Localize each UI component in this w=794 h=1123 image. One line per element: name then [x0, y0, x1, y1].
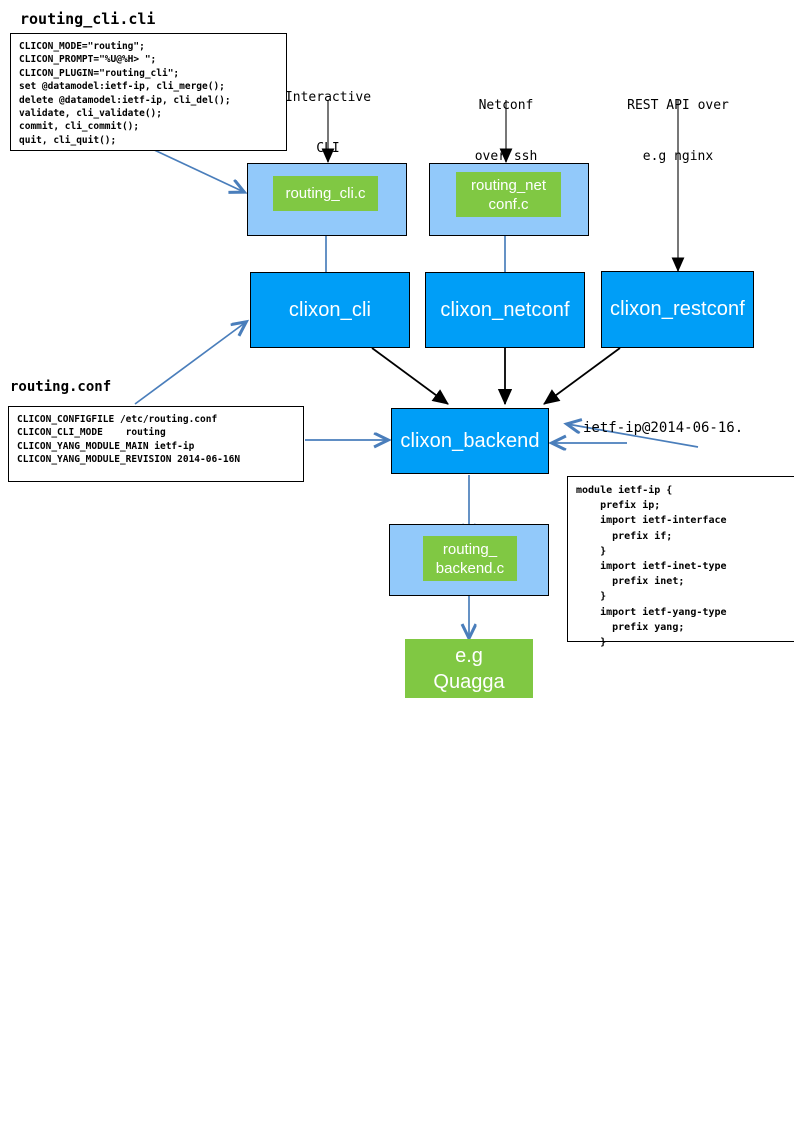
- arrow-conf-to-clixon-cli: [134, 322, 246, 405]
- routing-cli-cli-code: CLICON_MODE="routing"; CLICON_PROMPT="%U…: [19, 41, 231, 146]
- process-clixon-backend[interactable]: clixon_backend: [391, 408, 549, 474]
- routing-conf-code-box: CLICON_CONFIGFILE /etc/routing.conf CLIC…: [8, 406, 304, 482]
- quagga-text: e.g Quagga: [433, 643, 504, 695]
- routing-cli-plugin-host: routing_cli.c: [247, 163, 407, 236]
- process-clixon-cli[interactable]: clixon_cli: [250, 272, 410, 348]
- yang-file-title: ietf-ip@2014-06-16.: [583, 420, 744, 436]
- plugin-chip-routing-netconf-c: routing_net conf.c: [456, 172, 561, 217]
- input-line1: Interactive: [284, 90, 372, 105]
- input-label-rest-api: REST API over e.g nginx: [608, 63, 748, 199]
- arrow-cli-file-to-plugin: [149, 147, 244, 192]
- input-line1: REST API over: [627, 98, 729, 113]
- plugin-chip-routing-backend-c: routing_ backend.c: [423, 536, 517, 581]
- plugin-chip-routing-cli-c: routing_cli.c: [273, 176, 378, 211]
- arrow-cli-to-backend: [371, 347, 449, 405]
- routing-cli-file-title: routing_cli.cli: [20, 10, 156, 28]
- input-label-interactive-cli: Interactive CLI: [280, 55, 376, 191]
- routing-conf-file-title: routing.conf: [10, 379, 112, 395]
- quagga-line1: e.g: [455, 644, 483, 667]
- input-line2: CLI: [316, 141, 340, 156]
- input-line1: Netconf: [478, 98, 534, 113]
- routing-cli-cli-code-box: CLICON_MODE="routing"; CLICON_PROMPT="%U…: [10, 33, 287, 151]
- external-quagga: e.g Quagga: [405, 639, 533, 698]
- routing-backend-plugin-host: routing_ backend.c: [389, 524, 549, 596]
- input-label-netconf-over-ssh: Netconf over ssh: [458, 63, 554, 199]
- quagga-line2: Quagga: [433, 670, 505, 693]
- arrow-restconf-to-backend: [543, 347, 621, 405]
- routing-netconf-plugin-host: routing_net conf.c: [429, 163, 589, 236]
- process-clixon-restconf[interactable]: clixon_restconf: [601, 271, 754, 348]
- routing-conf-code: CLICON_CONFIGFILE /etc/routing.conf CLIC…: [17, 414, 241, 466]
- input-line2: e.g nginx: [642, 149, 714, 164]
- yang-module-code: module ietf-ip { prefix ip; import ietf-…: [576, 485, 727, 649]
- process-clixon-netconf[interactable]: clixon_netconf: [425, 272, 585, 348]
- yang-module-code-box: module ietf-ip { prefix ip; import ietf-…: [567, 476, 794, 648]
- input-line2: over ssh: [474, 149, 538, 164]
